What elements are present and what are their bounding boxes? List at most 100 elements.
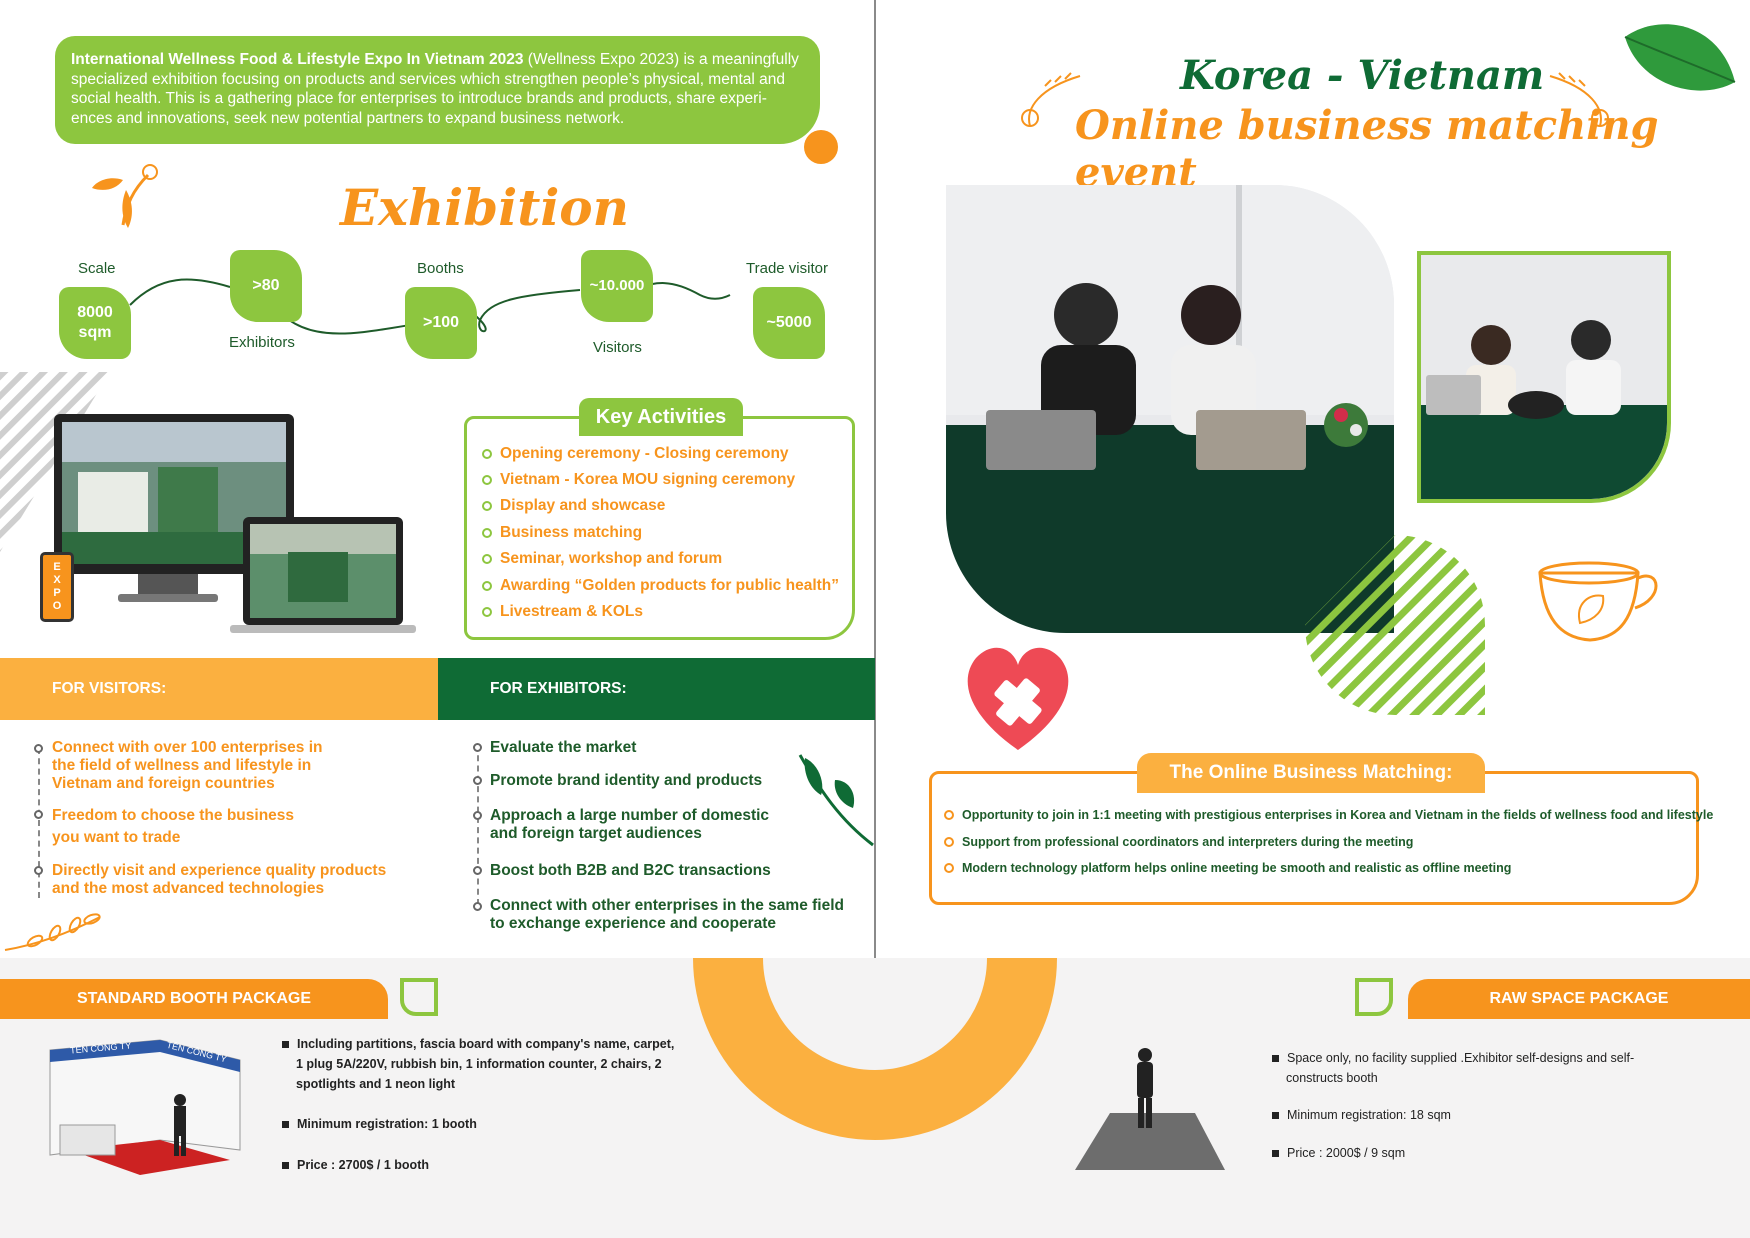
matching-title-line2: Online business matching event <box>1075 102 1659 196</box>
bullet-icon <box>944 810 954 820</box>
bullet-icon <box>944 863 954 873</box>
activity-item: Vietnam - Korea MOU signing ceremony <box>482 471 795 489</box>
page-spine <box>874 0 876 1238</box>
matching-text: Support from professional coordinators a… <box>962 835 1414 849</box>
activity-item: Awarding “Golden products for public hea… <box>482 577 839 595</box>
activity-item: Livestream & KOLs <box>482 603 643 621</box>
expo-badge: EXPO <box>51 561 63 613</box>
matching-text: Modern technology platform helps online … <box>962 861 1512 875</box>
teacup-icon <box>1538 561 1658 642</box>
sprout-icon <box>92 164 158 228</box>
meeting-scene <box>946 185 1394 633</box>
stat-label-exhibitors: Exhibitors <box>229 334 295 351</box>
activity-item: Opening ceremony - Closing ceremony <box>482 445 789 463</box>
timeline-dot <box>473 776 482 785</box>
bullet-icon <box>1272 1055 1279 1063</box>
bullet-icon <box>482 475 492 485</box>
visitor-benefit: Connect with over 100 enterprises in the… <box>52 739 323 792</box>
raw-space-item: Space only, no facility supplied .Exhibi… <box>1272 1048 1646 1088</box>
business-meeting-photo <box>946 185 1394 633</box>
timeline-dot <box>473 811 482 820</box>
bullet-icon <box>944 837 954 847</box>
exhibitor-benefit: Promote brand identity and products <box>490 772 763 789</box>
raw-space-text: Space only, no facility supplied .Exhibi… <box>1286 1051 1635 1085</box>
activity-text: Awarding “Golden products for public hea… <box>500 577 840 594</box>
key-activities-title: Key Activities <box>579 398 743 436</box>
exhibitor-benefit: Approach a large number of domestic and … <box>490 807 770 842</box>
bullet-icon <box>282 1162 289 1170</box>
raw-space-item: Minimum registration: 18 sqm <box>1272 1105 1451 1125</box>
decor-dot <box>804 130 838 164</box>
visitor-benefit: Directly visit and experience quality pr… <box>52 862 387 897</box>
intro-text: International Wellness Food & Lifestyle … <box>55 36 820 144</box>
bullet-icon <box>482 554 492 564</box>
exhibition-title: Exhibition <box>340 178 630 237</box>
timeline-dot <box>473 902 482 911</box>
stat-value-scale: 8000 sqm <box>59 287 131 359</box>
raw-space-title: RAW SPACE PACKAGE <box>1408 979 1750 1019</box>
standard-booth-text: Including partitions, fascia board with … <box>296 1037 675 1091</box>
online-matching-title: The Online Business Matching: <box>1137 753 1485 793</box>
activity-text: Livestream & KOLs <box>500 603 643 620</box>
bullet-icon <box>1272 1150 1279 1158</box>
activity-item: Seminar, workshop and forum <box>482 550 722 568</box>
timeline-dot <box>34 810 43 819</box>
stats-connector-line <box>129 278 731 335</box>
standard-booth-item: Minimum registration: 1 booth <box>282 1114 477 1134</box>
bullet-icon <box>1272 1112 1279 1120</box>
decor-arc <box>693 958 1057 1140</box>
activity-text: Opening ceremony - Closing ceremony <box>500 445 789 462</box>
standard-booth-item: Price : 2700$ / 1 booth <box>282 1155 429 1175</box>
bullet-icon <box>282 1041 289 1049</box>
activity-text: Seminar, workshop and forum <box>500 550 723 567</box>
decor-stripes <box>1305 535 1485 715</box>
timeline-dot <box>34 744 43 753</box>
bullet-icon <box>482 449 492 459</box>
meeting-photo-small <box>1417 251 1671 503</box>
heart-icon <box>967 647 1069 750</box>
matching-text: Opportunity to join in 1:1 meeting with … <box>962 808 1714 822</box>
matching-item: Opportunity to join in 1:1 meeting with … <box>944 808 1713 822</box>
stat-label-trade-visitor: Trade visitor <box>746 260 828 277</box>
timeline-dot <box>34 866 43 875</box>
wheat-icon <box>4 913 101 951</box>
activity-item: Business matching <box>482 524 642 542</box>
expo-phone: EXPO <box>40 552 74 622</box>
for-visitors-band: FOR VISITORS: <box>0 658 438 720</box>
exhibitor-benefit: Connect with other enterprises in the sa… <box>490 897 844 932</box>
bullet-icon <box>482 607 492 617</box>
raw-space-text: Price : 2000$ / 9 sqm <box>1287 1146 1406 1160</box>
activity-text: Display and showcase <box>500 497 666 514</box>
wheat-icon <box>1549 72 1609 127</box>
visitors-timeline <box>38 748 40 898</box>
standard-booth-text: Price : 2700$ / 1 booth <box>297 1158 429 1172</box>
bullet-icon <box>482 501 492 511</box>
devices-illustration <box>54 414 416 633</box>
bullet-icon <box>282 1121 289 1129</box>
activity-text: Business matching <box>500 524 643 541</box>
stat-value-exhibitors: >80 <box>230 250 302 322</box>
for-exhibitors-band: FOR EXHIBITORS: <box>438 658 875 720</box>
meeting-scene-small <box>1421 255 1667 499</box>
wheat-icon <box>1021 72 1081 127</box>
intro-bold: International Wellness Food & Lifestyle … <box>71 51 524 68</box>
matching-title-line1: Korea - Vietnam <box>1180 52 1545 99</box>
timeline-dot <box>473 866 482 875</box>
stat-label-booths: Booths <box>417 260 464 277</box>
activity-item: Display and showcase <box>482 497 665 515</box>
standard-booth-title: STANDARD BOOTH PACKAGE <box>0 979 388 1019</box>
leaf-branch-icon <box>798 754 874 847</box>
decor-corner <box>1355 978 1393 1016</box>
visitor-benefit: Freedom to choose the business you want … <box>52 807 295 846</box>
stat-label-scale: Scale <box>78 260 116 277</box>
matching-item: Support from professional coordinators a… <box>944 835 1413 849</box>
stat-value-visitors: ~10.000 <box>581 250 653 322</box>
stat-label-visitors: Visitors <box>593 339 642 356</box>
leaf-icon <box>1624 24 1736 91</box>
exhibitor-benefit: Evaluate the market <box>490 739 637 756</box>
standard-booth-item: Including partitions, fascia board with … <box>282 1034 676 1094</box>
intro-body: (Wellness Expo 2023) is a meaningfully s… <box>71 51 799 127</box>
timeline-dot <box>473 743 482 752</box>
for-visitors-heading: FOR VISITORS: <box>52 680 167 697</box>
stat-value-trade-visitor: ~5000 <box>753 287 825 359</box>
